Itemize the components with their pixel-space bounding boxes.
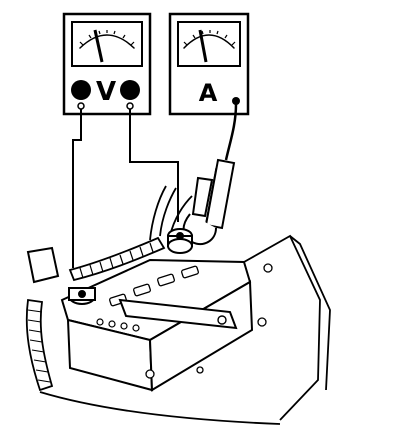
battery-hold-down-bracket — [118, 298, 238, 330]
inductive-clamp-icon — [182, 158, 236, 246]
ammeter-scale-ticks — [183, 30, 236, 46]
negative-terminal-icon — [167, 228, 193, 254]
fender-edge — [289, 235, 331, 391]
ammeter-lead — [224, 103, 238, 161]
battery-vents — [96, 318, 140, 332]
harness-ribs — [79, 242, 154, 279]
bracket-bolt-icon — [217, 315, 227, 325]
voltmeter-jack-right — [126, 102, 134, 110]
voltmeter-minus-terminal-icon — [120, 80, 140, 100]
voltmeter-scale-ticks — [79, 30, 135, 46]
ammeter-jack — [232, 97, 240, 105]
ammeter-needle — [198, 29, 208, 63]
ammeter-dial-window — [177, 21, 241, 67]
inner-fender — [243, 234, 321, 421]
voltmeter-plus-symbol: + — [73, 78, 90, 102]
battery-icon — [26, 228, 254, 392]
test-leads — [72, 103, 238, 268]
positive-terminal-icon — [26, 246, 96, 305]
voltmeter-label: V — [96, 77, 116, 107]
left-hose-ribs — [27, 309, 51, 383]
ammeter-icon: A — [168, 12, 250, 116]
upper-wire-2 — [159, 187, 177, 237]
engine-bay-outline — [39, 234, 331, 425]
upper-wire-1 — [149, 185, 167, 241]
clamp-body — [191, 176, 214, 218]
voltmeter-minus-symbol: − — [122, 77, 139, 101]
ammeter-label: A — [199, 79, 218, 107]
voltmeter-needle — [93, 29, 104, 63]
voltmeter-scale-arc — [79, 34, 135, 49]
voltmeter-plus-terminal-icon — [71, 80, 91, 100]
voltmeter-negative-lead — [129, 109, 179, 222]
ammeter-scale-arc — [183, 34, 235, 49]
voltmeter-jack-left — [77, 102, 85, 110]
battery-cell-caps — [109, 265, 199, 307]
clamp-handle-detail — [205, 167, 217, 223]
voltmeter-icon: + V − — [62, 12, 152, 116]
bay-bolts — [145, 263, 273, 379]
left-hose — [25, 298, 54, 392]
voltmeter-positive-lead — [72, 109, 82, 268]
bay-floor — [39, 391, 281, 425]
cable-harness — [25, 185, 193, 392]
